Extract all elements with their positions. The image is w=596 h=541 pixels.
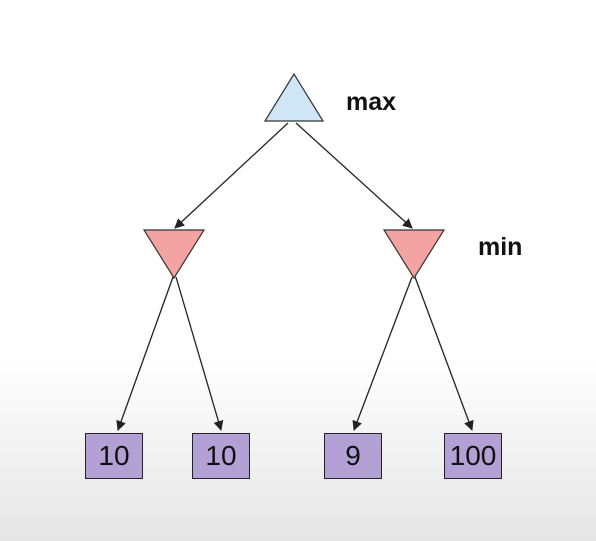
min-node-right xyxy=(382,229,446,280)
leaf-node-4: 100 xyxy=(444,433,502,479)
max-node xyxy=(263,72,325,122)
edge-root-to-min-right xyxy=(295,122,413,229)
min-node-left xyxy=(142,229,206,280)
edge-min-right-to-leaf-3 xyxy=(352,276,413,431)
edge-root-to-min-left xyxy=(174,122,289,229)
leaf-node-1: 10 xyxy=(85,433,143,479)
edge-min-right-to-leaf-4 xyxy=(414,276,474,431)
leaf-node-2: 10 xyxy=(192,433,250,479)
leaf-node-3: 9 xyxy=(324,433,382,479)
min-label: min xyxy=(478,233,523,261)
edge-min-left-to-leaf-2 xyxy=(175,276,224,431)
max-label: max xyxy=(346,88,397,116)
edge-min-left-to-leaf-1 xyxy=(116,276,174,431)
